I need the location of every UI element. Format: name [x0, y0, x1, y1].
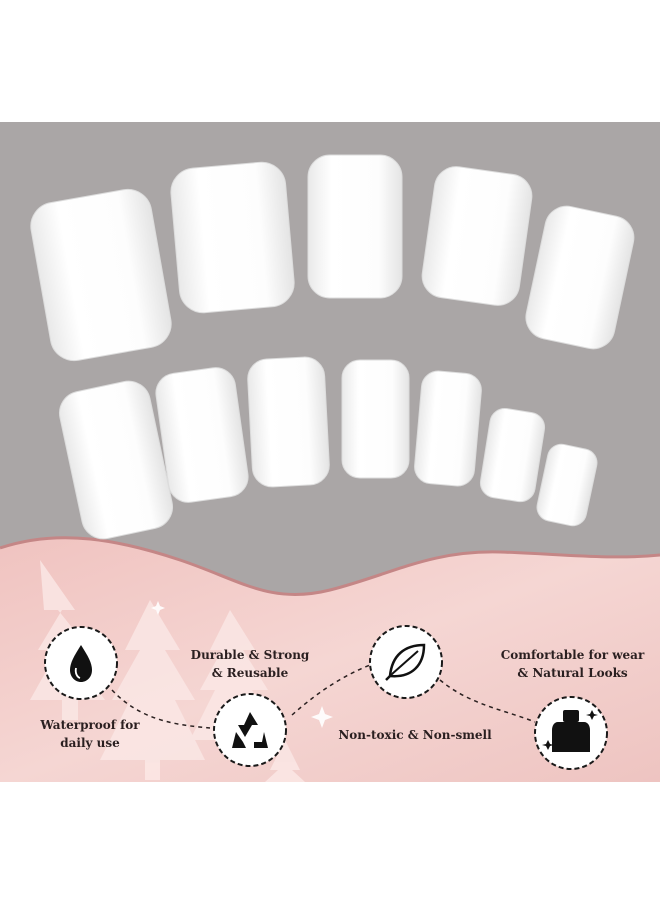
nail — [155, 367, 249, 503]
feature-comfortable-label: Comfortable for wear & Natural Looks — [500, 648, 645, 680]
nail — [479, 407, 546, 503]
bottom-row-nails — [59, 356, 598, 540]
feature-waterproof-label: Waterproof for daily use — [40, 718, 140, 750]
dashed-connector — [291, 664, 371, 716]
nail — [247, 356, 330, 488]
feature-nontoxic-label: Non-toxic & Non-smell — [338, 728, 492, 742]
dashed-connector — [111, 689, 211, 729]
nail — [307, 154, 403, 299]
nail — [170, 161, 295, 314]
nail — [30, 188, 172, 362]
nail — [421, 166, 533, 306]
nail — [341, 359, 410, 479]
sparkles — [151, 601, 333, 728]
leaf-icon — [369, 625, 443, 699]
nail — [414, 370, 482, 487]
recycle-icon — [213, 693, 287, 767]
nail — [525, 205, 635, 350]
top-row-nails — [30, 154, 635, 362]
nail — [536, 443, 598, 527]
water-drop-icon — [44, 626, 118, 700]
wave-divider — [0, 536, 660, 597]
nail-bottle-icon — [534, 696, 608, 770]
nail — [59, 380, 173, 540]
feature-durable-label: Durable & Strong & Reusable — [190, 648, 310, 680]
